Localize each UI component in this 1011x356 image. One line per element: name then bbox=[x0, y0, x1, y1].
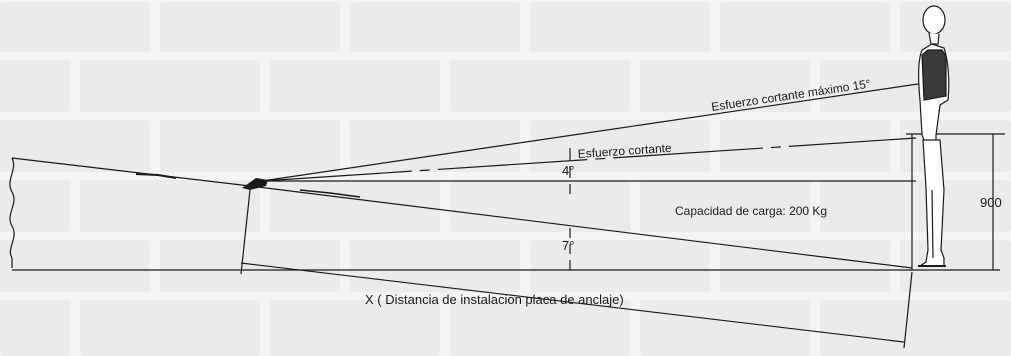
height-label: 900 bbox=[980, 195, 1002, 210]
angle-4-label: 4° bbox=[562, 163, 574, 178]
roof-edge-break-line bbox=[9, 157, 15, 268]
angle-7-label: 7° bbox=[562, 238, 574, 253]
shear-line bbox=[261, 137, 917, 182]
roof-slope-top-line bbox=[11, 157, 251, 187]
anchor-plate bbox=[135, 173, 361, 198]
line-work bbox=[9, 83, 1005, 349]
distance-dimension-line bbox=[240, 262, 905, 343]
max-shear-line bbox=[261, 83, 919, 182]
distance-extension-right bbox=[903, 271, 913, 349]
shear-label: Esfuerzo cortante bbox=[577, 141, 672, 161]
load-capacity-label: Capacidad de carga: 200 Kg bbox=[675, 204, 827, 218]
distance-extension-left bbox=[240, 189, 251, 275]
worker-figure bbox=[918, 5, 950, 267]
distance-label: X ( Distancia de instalacion placa de an… bbox=[365, 292, 624, 307]
slope-7-degree-line bbox=[249, 185, 913, 269]
